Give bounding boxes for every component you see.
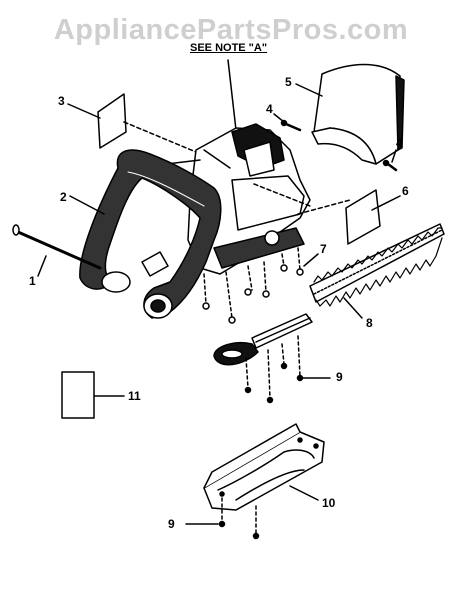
- part-10-hole: [313, 443, 319, 449]
- dashed-line: [203, 273, 207, 305]
- part-7-nut: [244, 288, 252, 296]
- callout-4-lower: 4: [396, 136, 403, 150]
- callout-5: 5: [285, 75, 292, 89]
- part-9-screw: [244, 335, 304, 404]
- blade-teeth-top: [313, 227, 443, 283]
- part-10-guard-rim: [203, 423, 301, 489]
- dashed-line: [253, 183, 311, 207]
- part-10-hole: [297, 437, 303, 443]
- part-5-leader: [295, 83, 323, 97]
- part-7-nut: [280, 264, 288, 272]
- dashed-line: [225, 271, 233, 319]
- part-2-leader: [69, 195, 105, 215]
- blade-center-line: [313, 229, 443, 295]
- blade-teeth-bottom: [315, 237, 443, 307]
- part-7-nut: [202, 302, 210, 310]
- dashed-line: [297, 247, 301, 271]
- part-11-plate: [61, 371, 95, 419]
- part-4-screw-lower: [382, 159, 398, 172]
- part-3-dashed: [123, 121, 197, 153]
- dashed-line: [247, 265, 253, 291]
- callout-9-upper: 9: [336, 370, 343, 384]
- part-7-nut: [228, 316, 236, 324]
- callout-11: 11: [128, 389, 141, 403]
- housing-detail: [203, 149, 231, 169]
- dashed-line: [297, 199, 351, 215]
- part-10-hole: [219, 491, 225, 497]
- callout-8: 8: [366, 316, 373, 330]
- part-4-upper-leader: [273, 113, 285, 123]
- part-10-guard-curve: [235, 469, 305, 501]
- part-10-leader: [289, 485, 319, 501]
- watermark: AppliancePartsPros.com: [53, 14, 409, 46]
- see-note-a: SEE NOTE "A": [190, 42, 268, 54]
- part-7-nut: [296, 268, 304, 276]
- part-1-bolt: [16, 230, 102, 270]
- callout-4-upper: 4: [266, 102, 273, 116]
- part-7-leader: [303, 253, 319, 267]
- dashed-line: [263, 261, 267, 293]
- note-leader: [227, 59, 237, 131]
- part-7-nut: [262, 290, 270, 298]
- part-5-rear-cover-base: [311, 127, 377, 165]
- part-10-guard-inner: [217, 449, 315, 491]
- handle-round-guard: [101, 271, 131, 293]
- dashed-line: [281, 253, 285, 267]
- part-3-label-plate: [97, 93, 127, 149]
- callout-10: 10: [322, 496, 336, 510]
- blade-guide-oval-hole: [221, 349, 243, 359]
- callout-7: 7: [320, 242, 327, 256]
- housing-handle-slot: [243, 141, 275, 177]
- part-4-lower-leader: [391, 149, 397, 163]
- handle-clamp: [141, 251, 169, 277]
- handle-inner-highlight: [127, 171, 205, 207]
- blade-guide-bar-line: [255, 317, 311, 343]
- part-1-bolt-head: [12, 224, 20, 236]
- housing-knob: [264, 230, 280, 246]
- part-5-rear-cover-side: [395, 75, 405, 151]
- housing-side-panel: [231, 175, 305, 231]
- part-9-screw-lower: [218, 497, 260, 540]
- part-6-leader: [371, 195, 401, 211]
- callout-9-lower: 9: [168, 517, 175, 531]
- part-1-leader: [37, 255, 47, 277]
- callout-1: 1: [29, 274, 36, 288]
- callout-3: 3: [58, 94, 65, 108]
- part-3-leader: [67, 103, 101, 119]
- part-8-leader: [343, 297, 363, 319]
- part-6-label-plate: [345, 189, 381, 245]
- handle-rear-boss-inner: [150, 299, 166, 313]
- callout-6: 6: [402, 184, 409, 198]
- callout-2: 2: [60, 190, 67, 204]
